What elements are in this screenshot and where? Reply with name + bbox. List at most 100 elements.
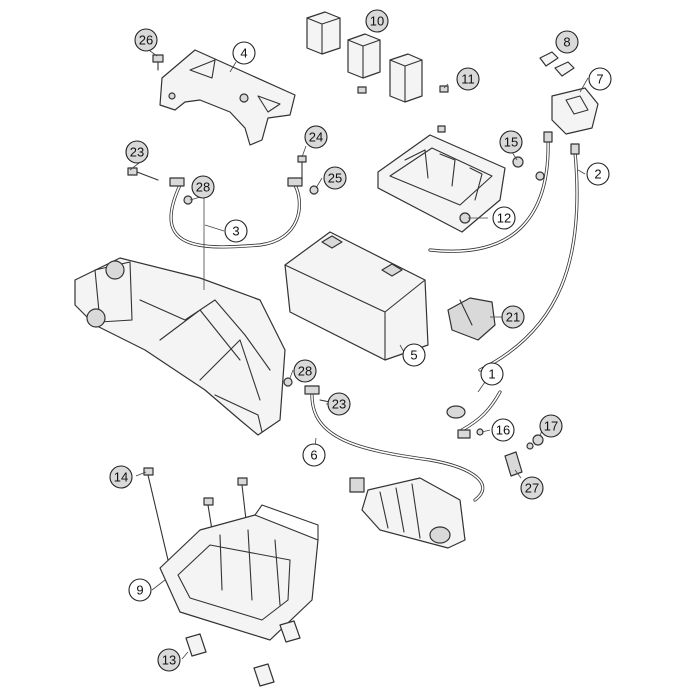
part-cable-3 [169,177,303,249]
part-mounting-bracket [159,49,296,146]
callout-28: 28 [293,359,317,383]
callout-circle [128,578,152,602]
callout-13: 13 [157,648,181,672]
callout-circle [157,648,181,672]
callout-number: 8 [563,35,570,50]
callout-number: 21 [506,310,520,325]
part-dampers-13 [185,620,301,687]
callout-9: 9 [128,578,152,602]
callout-25: 25 [323,166,347,190]
callout-circle [456,67,480,91]
callout-16: 16 [491,418,515,442]
callout-circle [480,362,504,386]
callout-23: 23 [125,140,149,164]
callout-14: 14 [109,465,133,489]
callout-2: 2 [586,162,610,186]
callout-28: 28 [191,175,215,199]
callout-circle [125,140,149,164]
callout-circle [492,206,516,230]
callout-17: 17 [539,414,563,438]
part-washer-28-lower [283,377,293,387]
callout-10: 10 [365,9,389,33]
callout-number: 25 [328,171,342,186]
callout-number: 27 [525,481,539,496]
callout-circle [499,130,523,154]
callout-circle [555,30,579,54]
callout-circle [402,343,426,367]
callout-number: 2 [594,167,601,182]
part-fuse-covers [306,11,423,103]
callout-11: 11 [456,67,480,91]
callout-number: 11 [461,72,475,87]
callout-6: 6 [302,443,326,467]
callout-circle [323,166,347,190]
callout-number: 26 [139,33,153,48]
callout-number: 15 [504,135,518,150]
part-screw-24 [297,155,307,181]
callout-26: 26 [134,28,158,52]
callout-circle [586,162,610,186]
callout-number: 3 [232,224,239,239]
callout-number: 14 [114,470,128,485]
callout-23: 23 [327,392,351,416]
callout-circle [365,9,389,33]
callout-circle [520,476,544,500]
callout-circle [491,418,515,442]
callout-circle [191,175,215,199]
callout-circle [588,67,612,91]
callout-circle [302,443,326,467]
callout-8: 8 [555,30,579,54]
callout-number: 23 [332,397,346,412]
part-screw-26 [152,54,164,71]
callout-number: 6 [310,448,317,463]
callout-circle [327,392,351,416]
callout-circle [539,414,563,438]
part-fuses-8 [539,51,575,77]
callout-5: 5 [402,343,426,367]
callout-7: 7 [588,67,612,91]
part-cable-6 [304,385,485,502]
callout-number: 10 [370,14,384,29]
callout-circle [304,125,328,149]
part-terminal-27 [504,451,523,477]
callout-number: 24 [309,130,323,145]
callout-circle [293,359,317,383]
part-nut-17 [526,434,544,450]
callout-number: 17 [544,419,558,434]
callout-circle [501,305,525,329]
callout-number: 28 [196,180,210,195]
callout-number: 23 [130,145,144,160]
part-cable-1 [446,390,502,439]
callout-number: 16 [496,423,510,438]
part-bolt-23-top [127,167,159,181]
callout-24: 24 [304,125,328,149]
callout-number: 9 [136,583,143,598]
callout-number: 28 [298,364,312,379]
part-battery [284,231,429,361]
callout-number: 12 [497,211,511,226]
callout-number: 4 [240,46,247,61]
callout-number: 7 [596,72,603,87]
callout-number: 5 [410,348,417,363]
part-relay [551,87,599,135]
callout-21: 21 [501,305,525,329]
callout-circle [224,219,248,243]
part-screws-14 [143,467,248,561]
callout-number: 1 [488,367,495,382]
callout-circle [109,465,133,489]
part-washer-28-top [183,195,193,205]
callout-1: 1 [480,362,504,386]
part-nut-15 [512,156,545,181]
part-frame [74,257,286,436]
part-cable-2 [428,131,580,372]
callout-3: 3 [224,219,248,243]
part-battery-tray [159,504,319,641]
callout-circle [232,41,256,65]
callout-circle [134,28,158,52]
callout-12: 12 [492,206,516,230]
part-terminal-cover [447,297,496,341]
part-screws-11 [357,85,449,94]
part-starter-motor [349,477,466,549]
